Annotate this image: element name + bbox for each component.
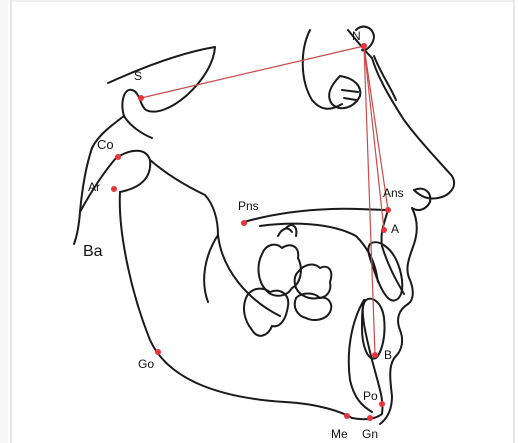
molar-lower-right <box>295 294 332 321</box>
label-co: Co <box>97 137 114 152</box>
landmark-ans-point <box>385 207 391 213</box>
label-ans: Ans <box>383 186 404 200</box>
landmark-co-point <box>115 154 121 160</box>
palate-lower <box>260 224 378 282</box>
nasal-bone <box>374 56 396 100</box>
landmark-go-point <box>155 349 161 355</box>
reference-lines <box>141 46 388 355</box>
orbit-inner <box>342 90 358 100</box>
landmark-a-point <box>381 227 387 233</box>
label-go: Go <box>138 357 154 371</box>
landmark-me-point <box>344 413 350 419</box>
label-ar: Ar <box>88 180 100 194</box>
landmark-b-point <box>372 352 378 358</box>
upper-incisor <box>368 242 402 300</box>
mandible-outline <box>120 192 383 419</box>
landmark-gn-point <box>367 415 373 421</box>
molar-root <box>278 225 296 236</box>
label-a: A <box>391 222 399 236</box>
label-po: Po <box>363 389 378 403</box>
ramus-inner-line <box>204 235 218 302</box>
landmark-pns-point <box>241 220 247 226</box>
soft-tissue-forehead <box>303 30 342 109</box>
label-s: S <box>134 69 142 83</box>
upper-lip <box>407 208 416 304</box>
molar-upper-left <box>259 245 301 296</box>
landmark-s-point <box>138 95 144 101</box>
basion-notch <box>124 116 152 138</box>
landmark-ar-point <box>111 186 117 192</box>
label-gn: Gn <box>362 427 378 441</box>
sella-outline <box>92 47 215 148</box>
palatal-plane <box>244 209 388 222</box>
label-b: B <box>384 348 392 362</box>
landmark-n-point <box>361 43 367 49</box>
label-me: Me <box>331 427 348 441</box>
label-ba: Ba <box>83 243 103 260</box>
label-n: N <box>352 29 361 43</box>
landmark-po-point <box>379 401 385 407</box>
label-pns: Pns <box>238 199 259 213</box>
